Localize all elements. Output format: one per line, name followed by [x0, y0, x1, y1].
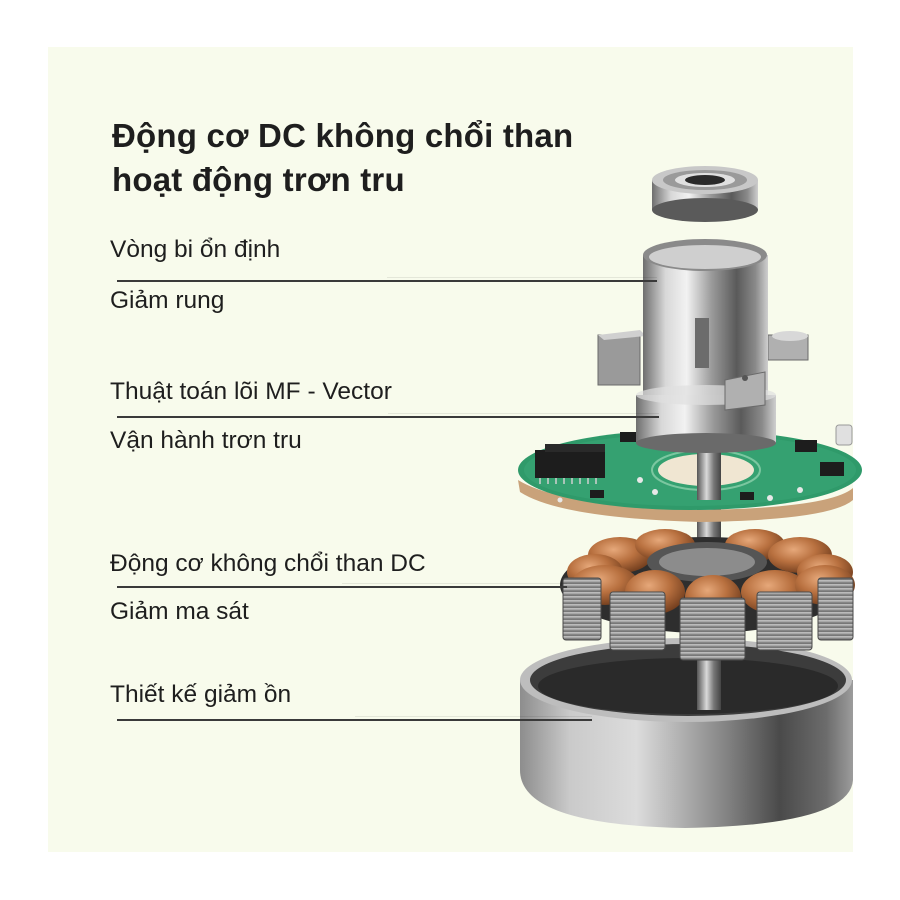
- feature-heading-algorithm: Thuật toán lõi MF - Vector: [110, 378, 392, 405]
- feature-heading-bearing: Vòng bi ổn định: [110, 236, 281, 263]
- title-line-1: Động cơ DC không chổi than: [112, 117, 574, 154]
- ball-bearing: [652, 166, 758, 222]
- feature-heading-brushless: Động cơ không chổi than DC: [110, 550, 426, 577]
- stator-coils: [560, 529, 855, 661]
- leader-line-algorithm: [117, 413, 659, 418]
- leader-line-noise: [117, 716, 592, 721]
- leader-line-bearing: [117, 277, 657, 282]
- page-title: Động cơ DC không chổi than hoạt động trơ…: [112, 114, 573, 202]
- pcb-controller-board: [518, 424, 862, 522]
- title-line-2: hoạt động trơn tru: [112, 161, 405, 198]
- feature-subtext-brushless: Giảm ma sát: [110, 598, 249, 625]
- leader-line-brushless: [117, 583, 567, 588]
- feature-subtext-bearing: Giảm rung: [110, 287, 225, 314]
- feature-heading-noise: Thiết kế giảm ồn: [110, 681, 292, 708]
- feature-subtext-algorithm: Vận hành trơn tru: [110, 427, 302, 454]
- bearing-housing: [597, 239, 809, 453]
- rotor-cup: [520, 638, 853, 828]
